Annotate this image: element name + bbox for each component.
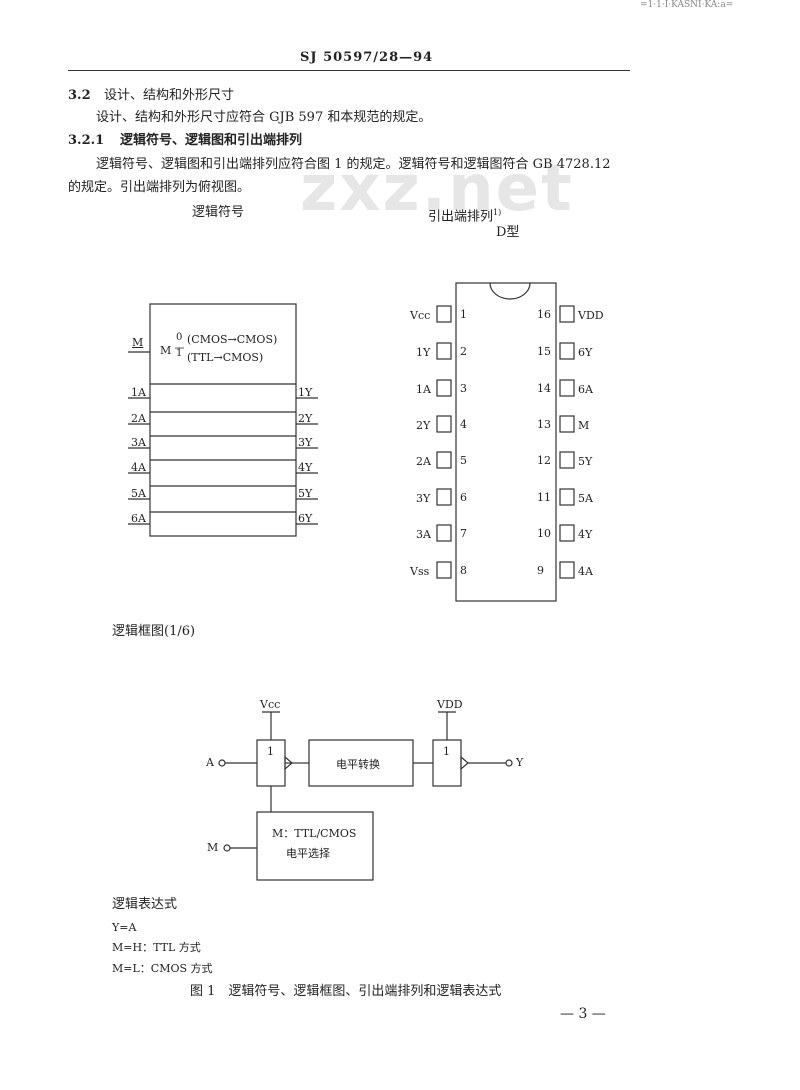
pin-num-16: 16 — [537, 308, 551, 321]
subsection-title: 逻辑符号、逻辑图和引出端排列 — [120, 133, 303, 148]
block-diagram-caption: 逻辑框图(1/6) — [112, 624, 196, 639]
output-label: 5Y — [298, 487, 313, 500]
subsection-body-line2: 的规定。引出端排列为俯视图。 — [68, 180, 251, 195]
expression-line3: M=L：CMOS 方式 — [112, 962, 213, 975]
header-rule — [68, 70, 630, 71]
ic-notch — [489, 282, 531, 300]
pin-name-1: Vcc — [410, 309, 431, 322]
input-label: 3A — [131, 436, 146, 449]
pin-name-6: 3Y — [416, 492, 431, 505]
output-label: 3Y — [298, 436, 313, 449]
subsection-number: 3.2.1 — [68, 133, 105, 148]
section-title: 设计、结构和外形尺寸 — [104, 88, 235, 103]
pin-num-12: 12 — [537, 454, 551, 467]
expression-title: 逻辑表达式 — [112, 897, 178, 912]
pin-name-16: VDD — [578, 309, 604, 322]
pin-name-15: 6Y — [578, 346, 593, 359]
output-label: 1Y — [298, 386, 313, 399]
pin-name-7: 3A — [416, 528, 431, 541]
pin-name-5: 2A — [416, 455, 431, 468]
pin-name-11: 5A — [578, 492, 593, 505]
watermark: zxz.net — [300, 152, 574, 226]
input-label: 5A — [131, 487, 146, 500]
mode-select-line2: 电平选择 — [286, 847, 330, 860]
buffer1-label: 1 — [267, 745, 274, 758]
doc-number: SJ 50597/28—94 — [300, 50, 434, 65]
vcc-label: Vcc — [260, 698, 281, 711]
pin-name-10: 4Y — [578, 528, 593, 541]
section-body: 设计、结构和外形尺寸应符合 GJB 597 和本规范的规定。 — [96, 110, 432, 125]
pin-name-13: M — [578, 419, 590, 432]
pin-num-6: 6 — [460, 491, 467, 504]
pin-num-8: 8 — [460, 564, 467, 577]
input-label: 1A — [131, 386, 146, 399]
buffer2-label: 1 — [443, 745, 450, 758]
output-label: 6Y — [298, 512, 313, 525]
pin-num-11: 11 — [537, 491, 551, 504]
pin-num-1: 1 — [460, 308, 467, 321]
pin-name-3: 1A — [416, 383, 431, 396]
pin-num-9: 9 — [537, 564, 544, 577]
corner-mark: =1·1·I·KASNI·KA:a= — [640, 0, 734, 10]
pin-num-7: 7 — [460, 527, 467, 540]
pin-name-2: 1Y — [416, 346, 431, 359]
pin-name-8: Vss — [410, 565, 430, 578]
pin-num-14: 14 — [537, 382, 551, 395]
pinout-caption: 引出端排列1) — [428, 208, 502, 225]
input-label: 2A — [131, 412, 146, 425]
logic-symbol-frac-bottom: 1 — [176, 348, 183, 359]
output-y-label: Y — [516, 756, 524, 769]
expression-line2: M=H：TTL 方式 — [112, 941, 201, 954]
pin-num-3: 3 — [460, 382, 467, 395]
subsection-body-line1: 逻辑符号、逻辑图和引出端排列应符合图 1 的规定。逻辑符号和逻辑图符合 GB 4… — [96, 157, 611, 172]
pin-name-4: 2Y — [416, 419, 431, 432]
pin-num-4: 4 — [460, 418, 467, 431]
pin-num-10: 10 — [537, 527, 551, 540]
input-label: 4A — [131, 461, 146, 474]
pin-num-2: 2 — [460, 345, 467, 358]
logic-symbol-mode-ttl: (TTL→CMOS) — [187, 351, 264, 364]
output-label: 4Y — [298, 461, 313, 474]
vdd-label: VDD — [437, 698, 463, 711]
section-number: 3.2 — [68, 88, 91, 103]
pin-name-14: 6A — [578, 383, 593, 396]
logic-symbol-mode-cmos: (CMOS→CMOS) — [187, 333, 278, 346]
pin-name-12: 5Y — [578, 455, 593, 468]
output-label: 2Y — [298, 412, 313, 425]
pin-num-5: 5 — [460, 454, 467, 467]
ic-body — [455, 282, 557, 602]
logic-symbol-caption: 逻辑符号 — [192, 205, 245, 220]
pin-name-9: 4A — [578, 565, 593, 578]
logic-symbol-m-pin: M — [132, 336, 144, 349]
logic-symbol-box — [149, 303, 297, 537]
logic-symbol-frac-top: 0 — [176, 332, 183, 343]
page-number: — 3 — — [560, 1006, 606, 1022]
figure-caption: 图 1 逻辑符号、逻辑框图、引出端排列和逻辑表达式 — [190, 984, 502, 999]
expression-line1: Y=A — [112, 921, 137, 934]
input-label: 6A — [131, 512, 146, 525]
input-a-label: A — [206, 756, 214, 769]
pin-num-15: 15 — [537, 345, 551, 358]
mode-select-line1: M：TTL/CMOS — [272, 827, 357, 840]
logic-symbol-m-inner: M — [160, 344, 172, 357]
level-shift-label: 电平转换 — [336, 758, 380, 771]
pin-num-13: 13 — [537, 418, 551, 431]
input-m-label: M — [207, 841, 219, 854]
package-type: D型 — [496, 225, 520, 240]
